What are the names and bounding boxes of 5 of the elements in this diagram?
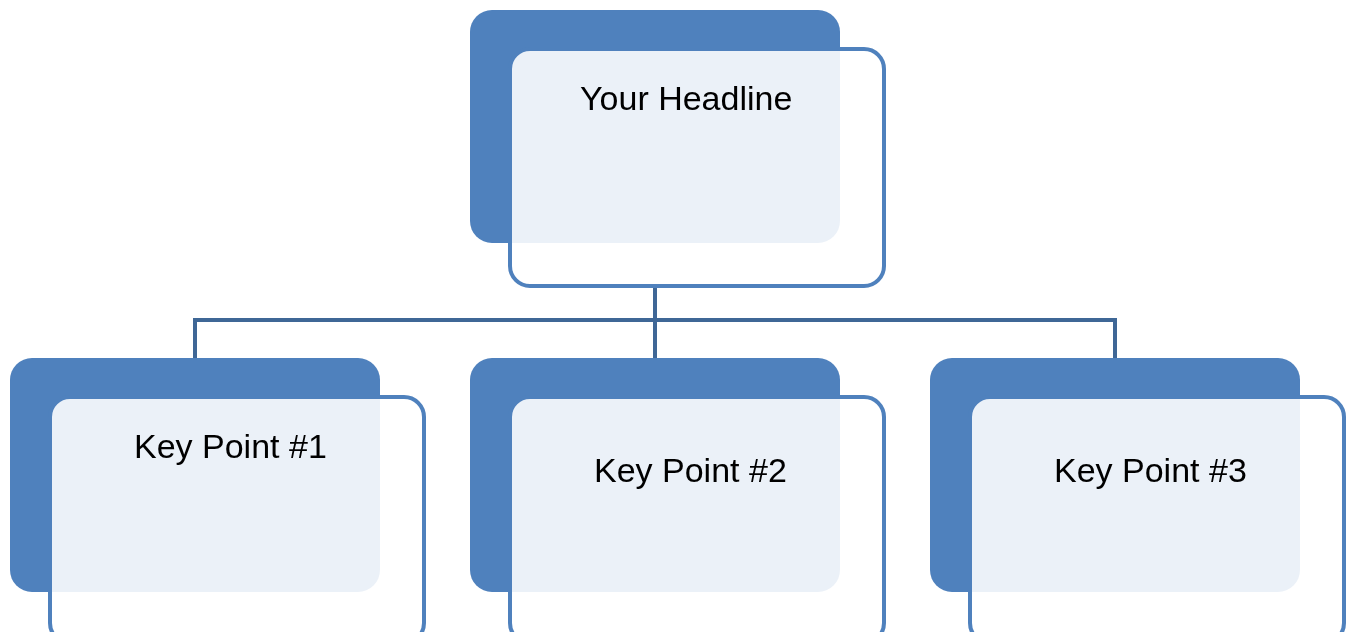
card-title: Your Headline: [580, 79, 793, 118]
card-title: Key Point #1: [134, 427, 327, 466]
card-title: Key Point #2: [594, 451, 787, 490]
connector-line: [653, 288, 1117, 358]
card-title: Key Point #3: [1054, 451, 1247, 490]
